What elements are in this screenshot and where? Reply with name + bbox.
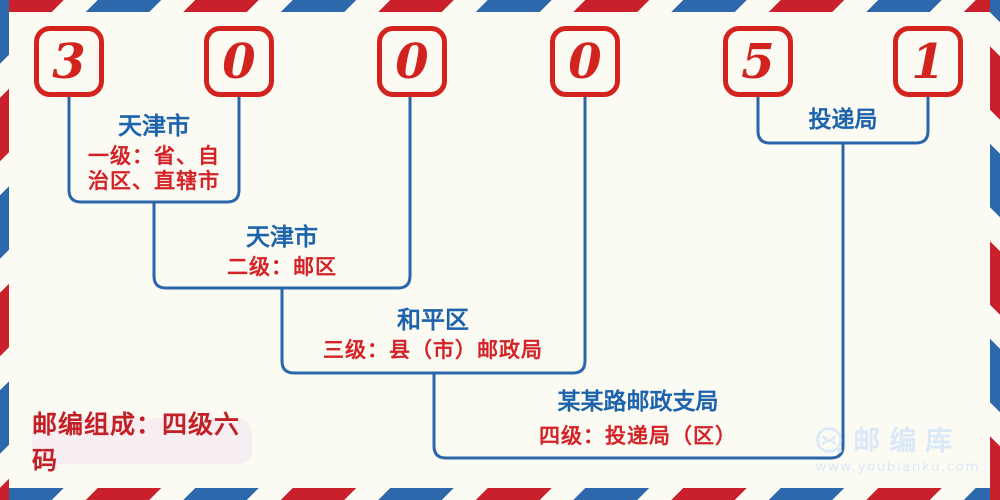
level-1-label-group: 天津市 一级：省、自 治区、直辖市 <box>88 112 220 195</box>
postal-digit: 0 <box>568 33 602 90</box>
delivery-office-label-group: 投递局 <box>808 106 878 133</box>
postal-digit: 5 <box>741 33 775 90</box>
level-1-region-name: 天津市 <box>118 111 190 140</box>
postal-digit: 0 <box>222 33 256 90</box>
level-3-region-name: 和平区 <box>397 305 469 334</box>
level-2-label-group: 天津市 二级：邮区 <box>227 223 337 280</box>
postal-digit-box-2: 0 <box>204 26 274 97</box>
watermark-url[interactable]: www.youbianku.com <box>815 459 980 475</box>
postal-digit-box-4: 0 <box>550 26 620 97</box>
level-4-description: 四级：投递局（区） <box>539 424 737 449</box>
watermark-brand-text: 邮编库 <box>853 425 962 457</box>
postal-digit-box-6: 1 <box>893 26 963 97</box>
site-watermark: 邮编库 www.youbianku.com <box>815 426 980 475</box>
level-2-description: 二级：邮区 <box>227 254 337 279</box>
level-3-description: 三级：县（市）邮政局 <box>323 337 543 362</box>
bracket-delivery <box>756 97 930 145</box>
postal-digit: 3 <box>52 33 86 90</box>
delivery-office-name: 投递局 <box>808 106 878 133</box>
envelope-icon <box>816 427 843 453</box>
composition-note-text: 邮编组成：四级六码 <box>32 410 241 475</box>
level-1-description-line2: 治区、直辖市 <box>88 169 220 194</box>
level-4-label-group: 某某路邮政支局 四级：投递局（区） <box>539 388 737 450</box>
level-4-office-name: 某某路邮政支局 <box>557 388 719 415</box>
bracket-level-4 <box>432 143 845 460</box>
level-3-label-group: 和平区 三级：县（市）邮政局 <box>323 306 543 363</box>
postal-digit-box-5: 5 <box>723 26 793 97</box>
composition-note-badge: 邮编组成：四级六码 <box>32 410 252 475</box>
postal-digit-box-1: 3 <box>34 26 104 97</box>
level-1-description-line1: 一级：省、自 <box>88 143 220 168</box>
postal-digit: 1 <box>911 33 945 90</box>
level-2-region-name: 天津市 <box>246 222 318 251</box>
postal-digit-box-3: 0 <box>377 26 447 97</box>
postal-digit: 0 <box>395 33 429 90</box>
